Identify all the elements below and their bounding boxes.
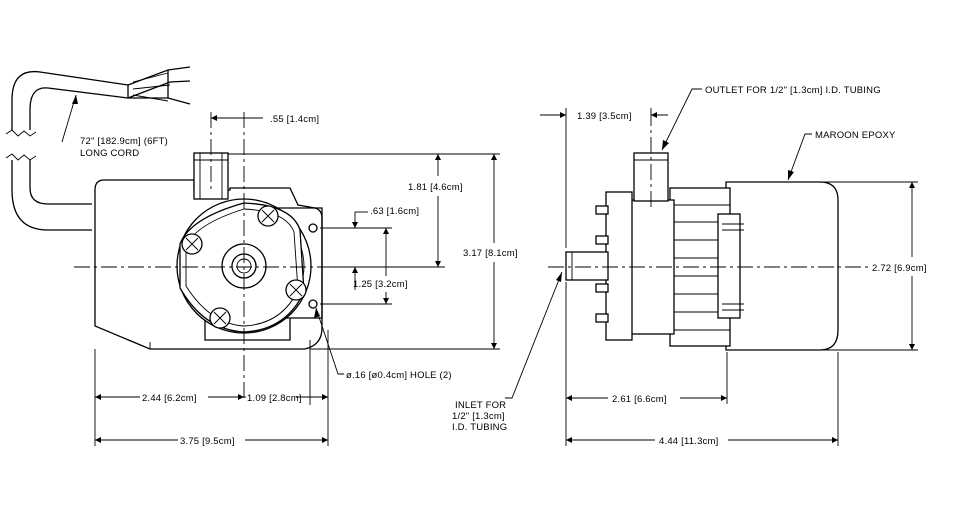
side-view: OUTLET FOR 1/2" [1.3cm] I.D. TUBING MARO… [452, 85, 927, 447]
screw-right [285, 279, 307, 301]
mount-studs [595, 205, 609, 323]
dim-side-height: 2.72 [6.9cm] [872, 263, 927, 274]
screw-left [181, 233, 203, 255]
dim-body-length: 2.61 [6.6cm] [612, 394, 667, 405]
dim-left-width: 2.44 [6.2cm] [142, 393, 197, 404]
outlet-callout: OUTLET FOR 1/2" [1.3cm] I.D. TUBING [705, 85, 881, 96]
mounting-hole-upper [308, 223, 318, 233]
cord-length-text: 72" [182.9cm] (6FT) [80, 136, 168, 147]
screw-bottom [209, 307, 231, 329]
dim-right-width: 1.09 [2.8cm] [247, 393, 302, 404]
power-cord [5, 66, 191, 231]
dim-total-length: 4.44 [11.3cm] [659, 436, 718, 447]
inlet-tube [565, 251, 609, 281]
dim-outlet-height: 1.81 [4.6cm] [408, 182, 463, 193]
cord-label-text: LONG CORD [80, 148, 139, 159]
screw-top-right [257, 205, 279, 227]
dim-hole-spacing: 1.25 [3.2cm] [353, 279, 408, 290]
pump-housing [94, 152, 323, 350]
hole-callout: ø.16 [ø0.4cm] HOLE (2) [346, 370, 452, 381]
dim-hole-offset: .63 [1.6cm] [370, 206, 419, 217]
dim-total-height: 3.17 [8.1cm] [463, 248, 518, 259]
epoxy-callout: MAROON EPOXY [815, 130, 896, 141]
inlet-callout-line3: I.D. TUBING [452, 422, 507, 433]
inlet-callout-line2: 1/2" [1.3cm] [452, 411, 505, 422]
inlet-callout-line1: INLET FOR [455, 400, 506, 411]
epoxy-body [725, 181, 839, 351]
dim-total-width: 3.75 [9.5cm] [180, 436, 235, 447]
front-view: 72" [182.9cm] (6FT) LONG CORD .55 [1.4cm… [5, 66, 518, 447]
dim-inlet-offset: .55 [1.4cm] [270, 114, 319, 125]
dim-outlet-offset: 1.39 [3.5cm] [577, 111, 632, 122]
mounting-hole-lower [308, 299, 318, 309]
